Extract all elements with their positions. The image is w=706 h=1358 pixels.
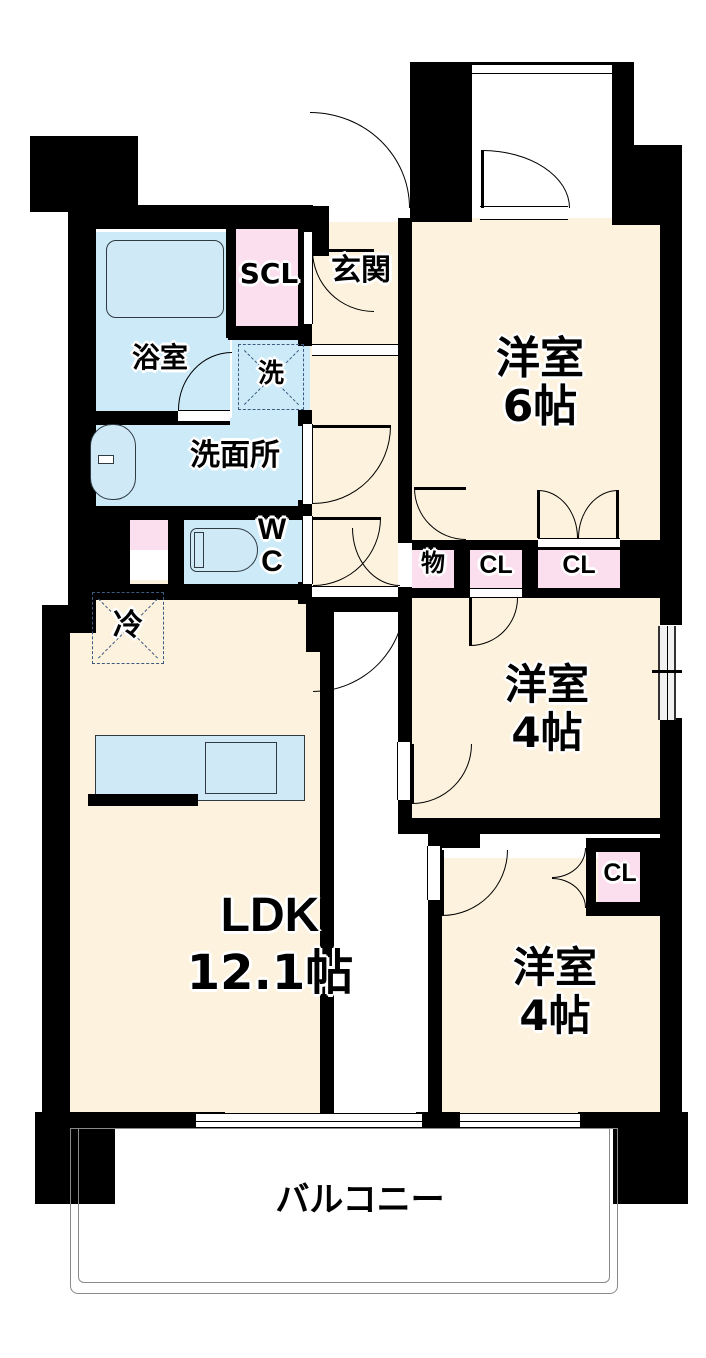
balcony-rail-inner <box>78 1128 610 1283</box>
corridor-door-swing <box>310 112 410 208</box>
bedroom-south-door-leaf <box>441 850 444 916</box>
wall-bedroom-south-left <box>428 846 442 1120</box>
wall-bath-right <box>226 228 236 338</box>
closet-1-floor <box>412 548 454 592</box>
washer-box <box>238 344 304 410</box>
small-closet-floor <box>128 516 170 550</box>
ldk-balcony-window[interactable] <box>196 1113 422 1128</box>
bedroom-north-door-leaf <box>414 487 466 490</box>
entrance-door-opening[interactable] <box>480 206 568 220</box>
bedroom-middle-window-mullion <box>652 670 682 673</box>
wall-entry-alcove-left <box>410 62 472 222</box>
kitchen-sink <box>205 742 277 794</box>
toilet-door-opening[interactable] <box>302 516 313 584</box>
vanity-faucet <box>98 455 114 464</box>
closet-3-leaf-right <box>616 490 619 538</box>
wall-ldk-right <box>320 600 334 1120</box>
closet-3-leaf-left <box>537 490 540 538</box>
toilet-door-leaf <box>313 517 381 520</box>
fridge-box <box>92 592 164 664</box>
toilet-tank <box>194 532 204 568</box>
closet-3-floor <box>538 548 620 592</box>
kitchen-counter-front-wall <box>88 794 198 806</box>
wall-bottom-mid <box>416 1112 460 1130</box>
wall-pink-side <box>124 506 132 520</box>
wall-right-upper <box>660 145 682 625</box>
washer-area-floor <box>232 338 310 418</box>
scl-door-opening[interactable] <box>303 232 313 324</box>
wall-left-join <box>42 605 96 633</box>
front-door-swing <box>482 150 570 208</box>
hall-ldk-opening[interactable] <box>312 586 398 598</box>
bedroom-middle-door-leaf <box>411 744 414 804</box>
wall-closet-div-1 <box>454 540 470 598</box>
wall-corridor-right <box>398 218 412 608</box>
wall-scl-bottom <box>228 326 312 340</box>
balcony-floor <box>115 1128 613 1276</box>
bathtub <box>106 240 224 318</box>
wall-left-lower <box>42 620 70 1120</box>
bedroom-south-balcony-window[interactable] <box>460 1113 580 1128</box>
wall-closet-div-3 <box>620 540 662 598</box>
bedroom-north-door-opening[interactable] <box>398 542 412 588</box>
bedroom-middle-door-opening[interactable] <box>397 742 411 800</box>
wall-left-toilet-seg <box>68 506 130 600</box>
scl-floor <box>233 228 305 326</box>
closet-2-floor <box>470 548 522 592</box>
wall-top-left-block <box>30 136 138 212</box>
closet-2-leaf <box>469 598 472 646</box>
ldk-door-swing <box>313 600 405 692</box>
closet-2-opening[interactable] <box>470 588 522 598</box>
front-door-leaf <box>481 150 484 208</box>
ldk-floor <box>70 580 320 1120</box>
wall-south-cl-right <box>640 838 662 910</box>
wall-corridor-left2 <box>298 410 312 426</box>
wall-south-cl-left <box>586 838 596 910</box>
alcove-top-window <box>472 64 612 74</box>
wall-bedroom-middle-bottom <box>398 818 662 834</box>
washroom-door-opening[interactable] <box>302 424 313 504</box>
wall-right-lower <box>660 718 682 1120</box>
wall-closet-div-2 <box>522 540 538 598</box>
bedroom-middle-floor <box>410 592 660 830</box>
closet-3-opening[interactable] <box>538 538 620 548</box>
bathroom-door-opening[interactable] <box>178 410 230 422</box>
wall-top-bath <box>68 205 313 229</box>
washroom-door-leaf <box>313 425 391 428</box>
bedroom-middle-window <box>658 626 676 720</box>
wall-toilet-left <box>168 506 184 596</box>
wall-bottom-ldk <box>127 1112 207 1130</box>
closet-4-floor <box>598 850 642 908</box>
genkan-inner-opening[interactable] <box>312 344 398 356</box>
genkan-door-leaf <box>312 249 374 252</box>
wall-bedroom-south-top <box>428 834 480 848</box>
bedroom-south-door-opening[interactable] <box>427 846 441 900</box>
